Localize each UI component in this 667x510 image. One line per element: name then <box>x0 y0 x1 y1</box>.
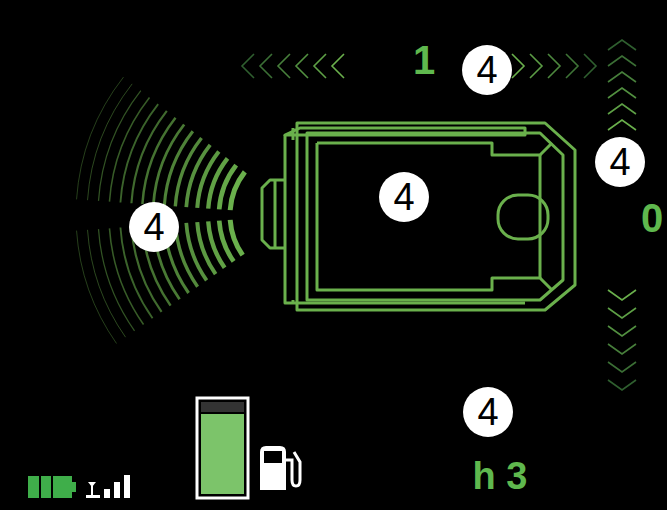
status-value: 0 <box>641 198 663 238</box>
chevron <box>608 72 636 82</box>
chevron <box>608 56 636 66</box>
chevron <box>530 54 542 78</box>
vehicle-outline <box>262 123 575 310</box>
chevron <box>548 54 560 78</box>
wave-arc <box>208 221 224 267</box>
wave-arc <box>131 111 166 203</box>
chevron <box>242 54 254 78</box>
status-value: 1 <box>413 40 435 80</box>
wave-arc <box>230 220 242 255</box>
wave-arc <box>142 118 175 204</box>
chevron <box>608 88 636 98</box>
wave-arc <box>77 231 117 344</box>
wave-arc <box>88 230 126 337</box>
chevron <box>608 120 636 130</box>
chevron <box>278 54 290 78</box>
chevron <box>608 344 636 354</box>
wave-arc <box>77 77 124 199</box>
callout-number: 4 <box>393 178 414 216</box>
callout-circle: 4 <box>463 387 513 437</box>
sensor-waves <box>77 77 245 343</box>
callout-circle: 4 <box>129 202 179 252</box>
fuel-pump-icon <box>260 446 300 490</box>
wave-arc <box>88 84 133 200</box>
chevron <box>608 40 636 50</box>
chevron <box>512 54 524 78</box>
wave-arc <box>219 165 236 209</box>
wave-arc <box>175 138 201 206</box>
callout-number: 4 <box>476 51 497 89</box>
direction-chevrons <box>242 40 636 390</box>
chevron <box>314 54 326 78</box>
fuel-gauge <box>197 398 248 498</box>
chevron <box>584 54 596 78</box>
status-value: h 3 <box>473 457 528 495</box>
chevron <box>296 54 308 78</box>
chevron <box>566 54 578 78</box>
callout-number: 4 <box>609 143 630 181</box>
callout-circle: 4 <box>462 45 512 95</box>
callout-number: 4 <box>143 208 164 246</box>
wave-arc <box>230 172 245 210</box>
callout-number: 4 <box>477 393 498 431</box>
signal-icon <box>86 475 130 498</box>
chevron <box>608 104 636 114</box>
wave-arc <box>98 229 134 331</box>
chevron <box>608 326 636 336</box>
wave-arc <box>219 221 233 262</box>
wave-arc <box>164 131 192 205</box>
chevron <box>608 380 636 390</box>
wave-arc <box>98 91 140 201</box>
wave-arc <box>153 124 184 204</box>
callout-circle: 4 <box>595 137 645 187</box>
chevron <box>260 54 272 78</box>
chevron <box>608 290 636 300</box>
chevron <box>608 362 636 372</box>
chevron <box>332 54 344 78</box>
chevron <box>608 308 636 318</box>
wave-arc <box>109 97 149 201</box>
battery-icon <box>28 476 76 498</box>
callout-circle: 4 <box>379 172 429 222</box>
wave-arc <box>120 104 158 202</box>
